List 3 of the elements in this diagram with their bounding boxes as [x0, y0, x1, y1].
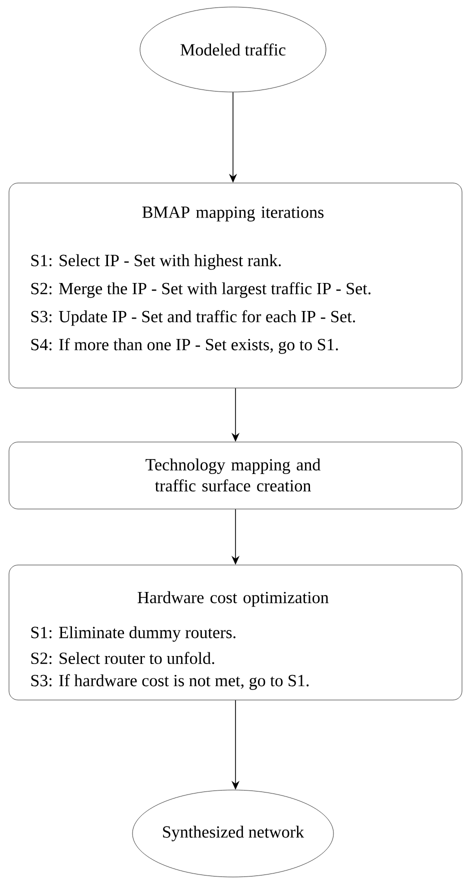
process-box: BMAP mapping iterations S1: Select IP - Set with highest rank. S2: Merge the IP - Set with largest traffic IP - Set. S3: Update IP - Set and traffic for each IP - Set. S4: If more than one IP - Set exists, go to S1.	[8, 182, 462, 388]
process-box: Hardware cost optimization S1: Eliminate dummy routers. S2: Select router to unfold. S3: If hardware cost is not met, go to S1.	[8, 564, 462, 700]
process-box: Technology mapping and traffic surface creation	[8, 442, 462, 510]
